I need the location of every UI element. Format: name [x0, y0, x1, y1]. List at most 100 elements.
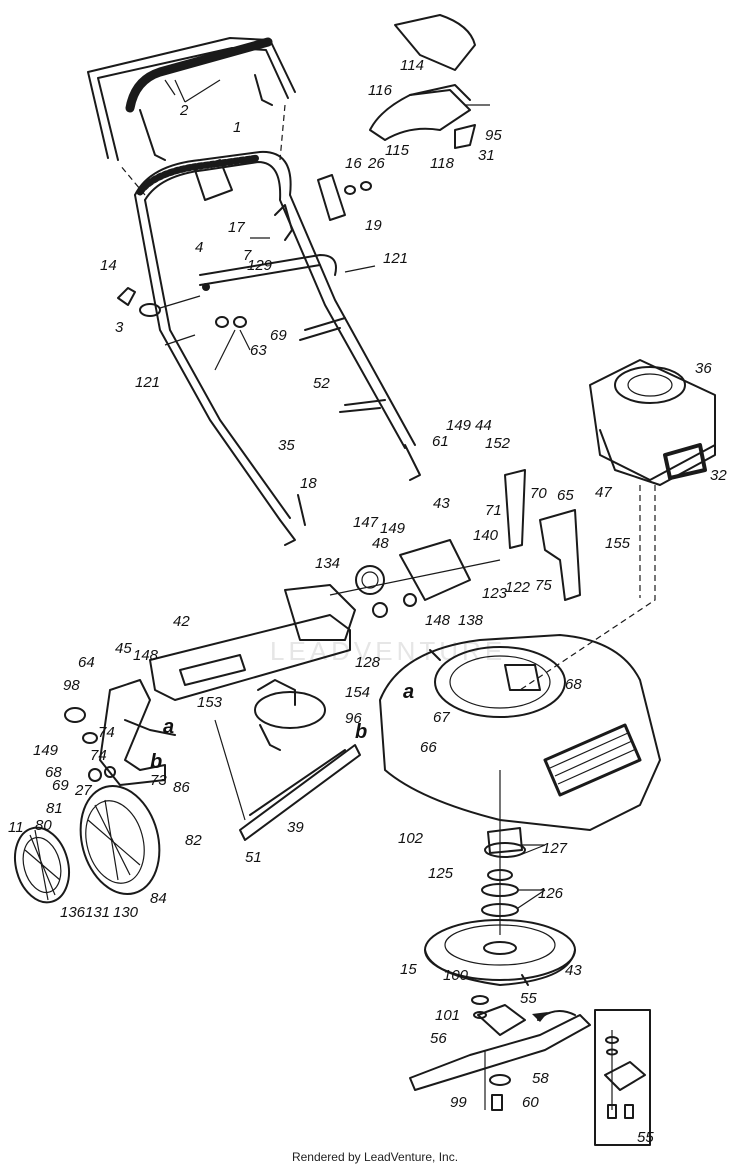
- blade-assembly-drawing: [409, 770, 591, 1111]
- callout-b: b: [355, 721, 367, 743]
- part-label: 68: [565, 676, 582, 693]
- part-label: 149: [446, 417, 472, 434]
- part-label: 102: [398, 830, 424, 847]
- part-label: 115: [385, 142, 410, 159]
- part-label: 36: [695, 360, 712, 377]
- part-label: 152: [485, 435, 511, 452]
- part-label: 3: [115, 319, 124, 336]
- part-label: 118: [430, 155, 455, 172]
- part-label: 121: [383, 250, 408, 267]
- part-label: 149: [33, 742, 59, 759]
- part-label: 121: [135, 374, 160, 391]
- part-label: 84: [150, 890, 167, 907]
- part-label: 43: [433, 495, 450, 512]
- part-label: 26: [367, 155, 385, 172]
- part-label: 81: [46, 800, 63, 817]
- part-label: 101: [435, 1007, 460, 1024]
- part-label: 154: [345, 684, 370, 701]
- part-label: 45: [115, 640, 132, 657]
- engine-drawing: [519, 359, 716, 691]
- part-label: 69: [52, 777, 69, 794]
- inset-detail-drawing: [594, 1009, 651, 1146]
- part-label: 7: [243, 247, 252, 264]
- part-label: 126: [538, 885, 564, 902]
- part-label: 155: [605, 535, 631, 552]
- handle-hardware-drawing: [117, 174, 386, 526]
- part-label: 70: [530, 485, 547, 502]
- part-label: 47: [595, 484, 612, 501]
- part-label: 52: [313, 375, 330, 392]
- part-label: 147: [353, 514, 379, 531]
- part-label: 95: [485, 127, 502, 144]
- part-label: 44: [475, 417, 492, 434]
- part-label: 123: [482, 585, 508, 602]
- part-label: 31: [478, 147, 495, 164]
- part-label: 4: [195, 239, 203, 256]
- rear-deck-drawing: [149, 584, 361, 841]
- part-label: 43: [565, 962, 582, 979]
- part-label: 19: [365, 217, 382, 234]
- part-label: 114: [400, 57, 424, 74]
- part-label: 116: [368, 82, 393, 99]
- part-label: 35: [278, 437, 295, 454]
- part-labels: 1 2 3 4 7 11 14 15 16 17 18 19 26 27 31 …: [8, 57, 727, 1146]
- part-label: 138: [458, 612, 484, 629]
- part-label: 58: [532, 1070, 549, 1087]
- part-label: 2: [179, 102, 189, 119]
- reference-callouts: a b a b: [150, 681, 414, 773]
- part-label: 125: [428, 865, 454, 882]
- footer-credit: Rendered by LeadVenture, Inc.: [291, 1150, 459, 1164]
- part-label: 16: [345, 155, 362, 172]
- part-label: 66: [420, 739, 437, 756]
- part-label: 51: [245, 849, 262, 866]
- part-label: 1: [233, 119, 241, 136]
- part-label: 56: [430, 1030, 447, 1047]
- drive-assembly-drawing: [329, 469, 581, 618]
- part-label: 122: [505, 579, 531, 596]
- part-label: 39: [287, 819, 304, 836]
- wheel-bracket-drawing: [64, 679, 176, 786]
- engine-control-drawing: [254, 679, 326, 751]
- part-label: 134: [315, 555, 340, 572]
- part-label: 75: [535, 577, 552, 594]
- part-label: 14: [100, 257, 117, 274]
- part-label: 55: [520, 990, 537, 1007]
- leader-lines: [174, 79, 546, 909]
- part-label: 48: [372, 535, 389, 552]
- deck-drawing: [379, 634, 661, 831]
- part-label: 67: [433, 709, 450, 726]
- part-label: 61: [432, 433, 449, 450]
- part-label: 64: [78, 654, 95, 671]
- part-label: 74: [90, 747, 107, 764]
- part-label: 96: [345, 710, 362, 727]
- part-label: 86: [173, 779, 190, 796]
- part-label: 128: [355, 654, 381, 671]
- lower-handle-drawing: [119, 104, 421, 546]
- part-label: 18: [300, 475, 317, 492]
- part-label: 32: [710, 467, 727, 484]
- part-label: 148: [425, 612, 451, 629]
- part-label: 80: [35, 817, 52, 834]
- part-label: 71: [485, 502, 502, 519]
- part-label: 27: [74, 782, 92, 799]
- part-label: 42: [173, 613, 190, 630]
- part-label: 65: [557, 487, 574, 504]
- part-label: 73: [150, 772, 167, 789]
- callout-b: b: [150, 751, 162, 773]
- part-label: 153: [197, 694, 223, 711]
- part-label: 100: [443, 967, 469, 984]
- part-label: 129: [247, 257, 273, 274]
- part-label: 130: [113, 904, 139, 921]
- callout-a: a: [163, 716, 174, 738]
- part-label: 82: [185, 832, 202, 849]
- part-label: 148: [133, 647, 159, 664]
- bail-control-drawing: [369, 14, 490, 149]
- part-label: 140: [473, 527, 499, 544]
- callout-a: a: [403, 681, 414, 703]
- upper-handle-drawing: [87, 37, 296, 161]
- part-label: 69: [270, 327, 287, 344]
- part-label: 60: [522, 1094, 539, 1111]
- part-label: 98: [63, 677, 80, 694]
- part-label: 11: [8, 819, 24, 836]
